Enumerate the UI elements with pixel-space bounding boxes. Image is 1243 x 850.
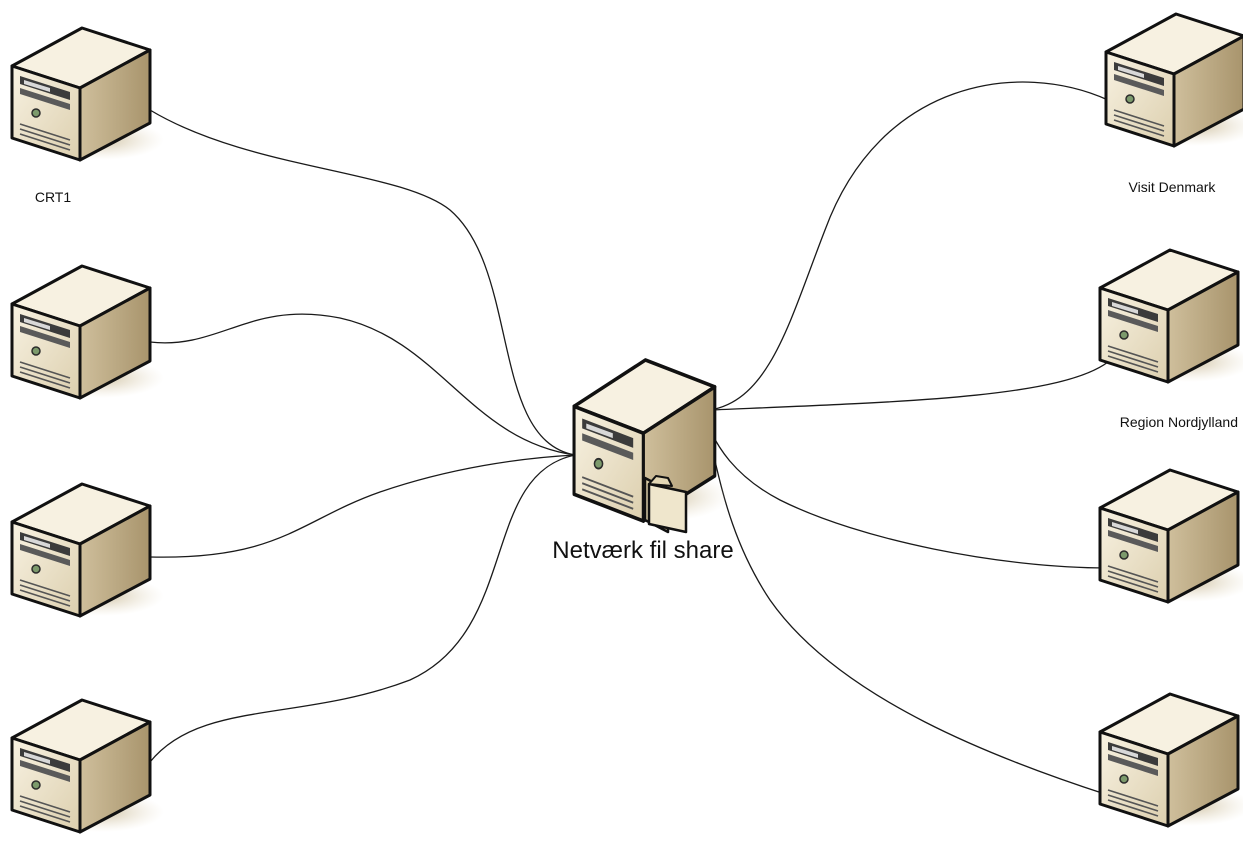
server-icon [10, 264, 166, 400]
server-node-left-3 [10, 482, 166, 618]
connection-line-right-3 [709, 429, 1109, 569]
connection-line-visit-denmark [709, 81, 1109, 411]
connection-line-left-3 [149, 454, 576, 558]
server-icon [1098, 468, 1243, 604]
node-label-region-nordjylland: Region Nordjylland [1120, 414, 1238, 430]
connection-line-left-2 [149, 313, 576, 456]
server-icon [10, 698, 166, 834]
connection-line-left-4 [149, 454, 576, 763]
hub-label: Netværk fil share [552, 537, 733, 564]
node-label-visit-denmark: Visit Denmark [1129, 179, 1217, 195]
server-icon [1098, 692, 1243, 828]
hub-node-file-share: Netværk fil share [552, 358, 734, 564]
server-icon [1104, 12, 1243, 148]
server-node-region-nordjylland: Region Nordjylland [1098, 248, 1243, 430]
server-icon [10, 26, 166, 162]
server-node-right-4 [1098, 692, 1243, 828]
connections [149, 81, 1109, 796]
server-node-left-2 [10, 264, 166, 400]
connection-line-right-4 [709, 439, 1109, 796]
server-icon [10, 482, 166, 618]
connection-line-region-nordjylland [709, 361, 1109, 411]
folder-icon [643, 475, 688, 534]
connection-line-crt1 [149, 109, 576, 456]
server-icon [1098, 248, 1243, 384]
server-node-right-3 [1098, 468, 1243, 604]
server-node-left-4 [10, 698, 166, 834]
server-node-visit-denmark: Visit Denmark [1104, 12, 1243, 195]
server-node-crt1: CRT1 [10, 26, 166, 205]
node-label-crt1: CRT1 [35, 189, 72, 205]
